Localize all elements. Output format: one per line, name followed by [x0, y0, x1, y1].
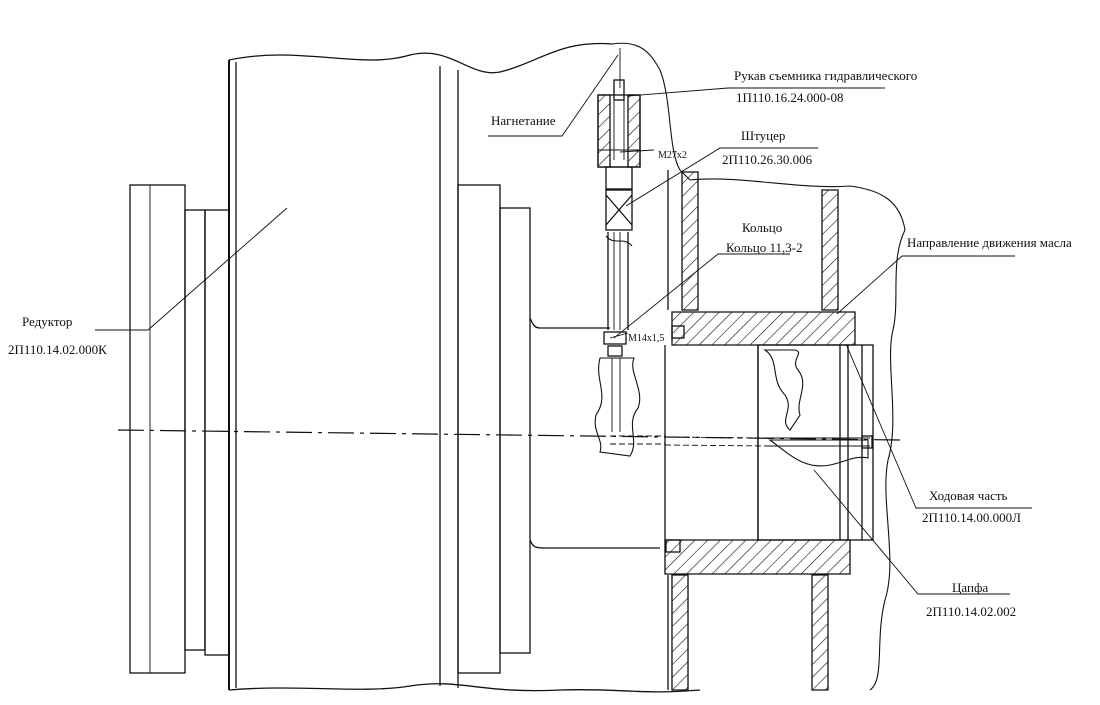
leader-reducer [95, 207, 288, 331]
label-trunnion-name: Цапфа [952, 580, 988, 595]
frame-member-lower-right [811, 574, 829, 691]
leader-trunnion [813, 469, 1010, 595]
seal-upper [671, 325, 685, 339]
label-hose-code: 1П110.16.24.000-08 [736, 90, 844, 105]
label-hose-name: Рукав съемника гидравлического [734, 68, 917, 83]
label-oil-direction: Направление движения масла [907, 235, 1072, 250]
reducer-body [129, 42, 701, 693]
label-reducer-code: 2П110.14.02.000К [8, 342, 107, 357]
leader-lines [95, 54, 1032, 595]
leader-running-gear [845, 343, 1032, 509]
leader-hose [627, 87, 885, 97]
label-running-gear-name: Ходовая часть [929, 488, 1008, 503]
fitting-body [605, 166, 633, 190]
center-axis [117, 429, 901, 441]
shank-section [594, 357, 641, 457]
labels: Редуктор 2П110.14.02.000К Нагнетание Рук… [8, 68, 1072, 619]
label-ring-code: Кольцо 11,3-2 [726, 240, 803, 255]
label-thread-m14: М14х1,5 [628, 333, 664, 344]
trunnion-bushing-upper [671, 311, 856, 346]
reducer-flange-outer [129, 184, 186, 674]
reducer-rear-flange [457, 184, 501, 674]
reducer-step [184, 209, 206, 651]
label-ring-name: Кольцо [742, 220, 782, 235]
frame-member-upper-right [821, 189, 839, 311]
reducer-rear-step [499, 207, 531, 654]
channel-outlet [861, 435, 873, 449]
hose-fitting-assembly [594, 48, 641, 457]
leader-oil-direction [836, 255, 1015, 315]
frame-housing [611, 42, 906, 691]
label-running-gear-code: 2П110.14.00.000Л [922, 510, 1021, 525]
label-fitting-name: Штуцер [741, 128, 785, 143]
leader-fitting [625, 147, 818, 207]
frame-member-upper-left [681, 171, 699, 311]
seal-lower [665, 539, 681, 553]
frame-member-lower-left [671, 574, 689, 691]
trunnion-bushing-lower [664, 539, 851, 575]
label-fitting-code: 2П110.26.30.006 [722, 152, 813, 167]
leader-injection [488, 54, 619, 137]
fitting-hex [605, 189, 633, 231]
ring-inner [607, 345, 623, 357]
trunnion [610, 311, 874, 575]
label-trunnion-code: 2П110.14.02.002 [926, 604, 1016, 619]
leader-ring [613, 253, 790, 339]
ring [603, 331, 627, 345]
label-injection: Нагнетание [491, 113, 556, 128]
trunnion-end [757, 344, 874, 541]
label-thread-m27: М27х2 [658, 150, 687, 161]
label-reducer-name: Редуктор [22, 314, 72, 329]
